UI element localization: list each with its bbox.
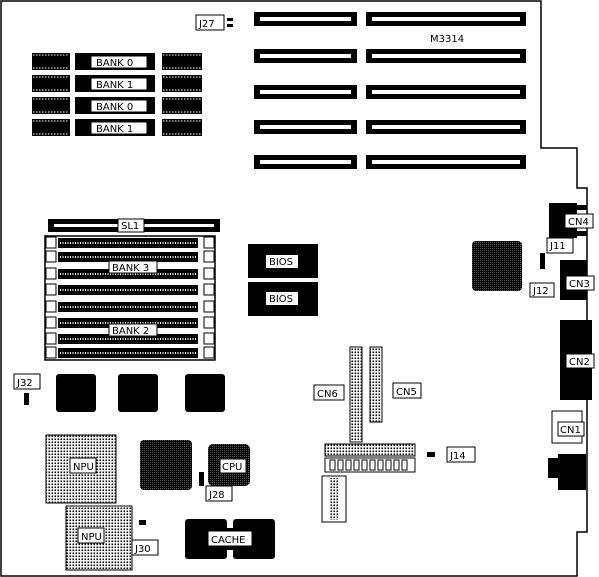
expansion-slot (366, 155, 526, 169)
simm-socket-rows: BANK 3 BANK 2 (45, 236, 215, 359)
jumper-j11: J11 (546, 237, 574, 254)
npu-socket-2: NPU (65, 505, 133, 571)
expansion-slot (254, 155, 357, 169)
svg-text:J11: J11 (549, 241, 566, 252)
svg-text:CN1: CN1 (560, 425, 581, 436)
bios-label: BIOS (269, 257, 293, 268)
jumper-j27: J27 (195, 14, 233, 31)
jumper-j32: J32 (13, 373, 41, 405)
system-controller-chip (140, 440, 192, 490)
connector-cn5: CN5 (369, 346, 422, 423)
expansion-slot (254, 49, 357, 63)
svg-text:J12: J12 (532, 286, 549, 297)
svg-text:CN5: CN5 (396, 387, 417, 398)
svg-text:CACHE: CACHE (211, 535, 245, 546)
svg-text:SL1: SL1 (121, 221, 139, 232)
simm-bank-label: BANK 3 (112, 263, 149, 274)
svg-text:CN6: CN6 (317, 389, 338, 400)
svg-text:CN4: CN4 (568, 217, 589, 228)
expansion-slot (366, 12, 526, 26)
expansion-slot (254, 85, 357, 99)
expansion-slot (254, 120, 357, 134)
svg-text:J30: J30 (134, 544, 151, 555)
jumper-j30: J30 (131, 520, 159, 556)
svg-text:CN2: CN2 (569, 357, 590, 368)
connector-cn6: CN6 (313, 346, 363, 443)
power-connector (548, 454, 586, 490)
connector-cn1: CN1 (551, 410, 585, 444)
expansion-slot (366, 120, 526, 134)
simm-bank-label: BANK 2 (112, 326, 149, 337)
bank-label: BANK 0 (96, 58, 133, 69)
cache-chips: CACHE (185, 519, 275, 559)
svg-text:CN3: CN3 (569, 279, 590, 290)
svg-text:J14: J14 (449, 451, 466, 462)
svg-text:J32: J32 (16, 378, 33, 389)
chipset-chip (472, 241, 522, 291)
expansion-slot (366, 49, 526, 63)
svg-text:J27: J27 (198, 19, 215, 30)
cpu: CPU (208, 444, 250, 486)
expansion-slots (254, 12, 526, 169)
bank-label: BANK 1 (96, 124, 133, 135)
connector-cn4: CN4 (549, 203, 594, 238)
jumper-j28: J28 (199, 472, 233, 502)
connector-cn3: CN3 (560, 260, 595, 300)
connector-cn2: CN2 (560, 320, 595, 400)
svg-text:NPU: NPU (81, 532, 102, 543)
bios-chips: BIOS BIOS (248, 244, 318, 316)
controller-chips (56, 374, 225, 412)
slot-sl1: SL1 (48, 218, 220, 233)
bank-label: BANK 1 (96, 80, 133, 91)
expansion-slot (366, 85, 526, 99)
svg-text:CPU: CPU (222, 462, 242, 473)
svg-text:J28: J28 (208, 490, 225, 501)
board-model-label: M3314 (430, 34, 464, 45)
npu-socket-1: NPU (45, 434, 117, 504)
bios-label: BIOS (269, 294, 293, 305)
dram-banks: BANK 0 BANK 1 BANK 0 BANK 1 (32, 53, 202, 136)
header-small (321, 475, 347, 523)
dip-switch (324, 443, 416, 473)
jumper-j14: J14 (427, 446, 476, 463)
expansion-slot (254, 12, 357, 26)
bank-label: BANK 0 (96, 102, 133, 113)
svg-text:NPU: NPU (73, 462, 94, 473)
jumper-j12: J12 (529, 253, 555, 298)
